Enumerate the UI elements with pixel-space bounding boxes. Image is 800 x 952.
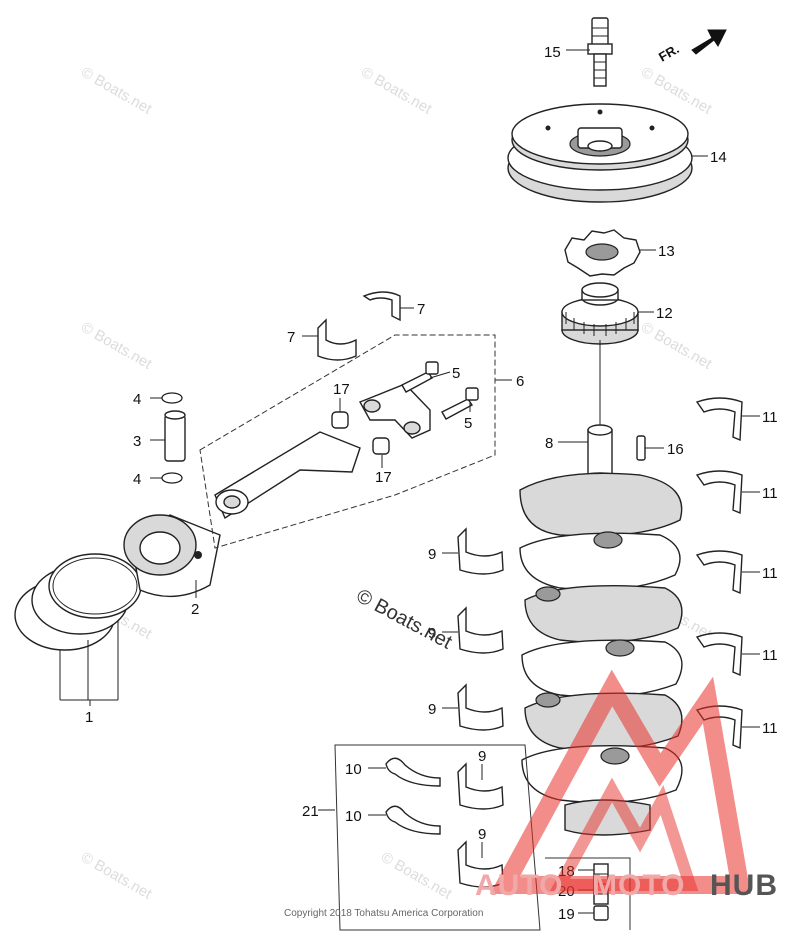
watermark: © Boats.net <box>78 849 155 903</box>
callout-9: 9 <box>428 701 436 718</box>
callout-17: 17 <box>375 469 392 486</box>
callout-15: 15 <box>544 44 561 61</box>
callout-11: 11 <box>762 647 778 664</box>
part-14-flywheel <box>507 103 693 203</box>
logo-text-moto: MOTO <box>592 869 685 902</box>
callout-17: 17 <box>333 381 350 398</box>
logo-triangle-icon <box>489 669 751 894</box>
front-direction-indicator: FR. <box>656 29 727 65</box>
copyright-text: Copyright 2018 Tohatsu America Corporati… <box>284 908 483 919</box>
callout-4: 4 <box>133 391 141 408</box>
callout-7: 7 <box>287 329 295 346</box>
part-9-main-bearings <box>457 527 504 888</box>
part-13-sprocket <box>564 229 641 277</box>
center-watermark: © Boats.net <box>353 585 456 654</box>
logo-inner-triangle-icon <box>549 777 699 891</box>
part-12-gear <box>561 282 639 345</box>
part-3-piston-pin <box>164 410 186 462</box>
part-15-bolt <box>587 17 613 87</box>
watermark: © Boats.net <box>378 849 455 903</box>
watermark: © Boats.net <box>78 319 155 373</box>
leader-lines <box>59 49 760 914</box>
site-logo: AUTO MOTO HUB <box>475 669 778 902</box>
callout-13: 13 <box>658 243 675 260</box>
callout-11: 11 <box>762 565 778 582</box>
callout-7: 7 <box>417 301 425 318</box>
callout-9: 9 <box>428 625 436 642</box>
callout-2: 2 <box>191 601 199 618</box>
front-label: FR. <box>656 41 682 64</box>
part-7-rod-bearings <box>317 291 401 361</box>
part-2-piston <box>123 514 221 598</box>
connecting-rod-group-outline <box>199 334 496 549</box>
watermark: © Boats.net <box>638 319 715 373</box>
logo-text-auto: AUTO <box>475 869 563 902</box>
callout-10: 10 <box>345 808 362 825</box>
callout-6: 6 <box>516 373 524 390</box>
front-arrow-icon <box>691 29 727 55</box>
watermark: © Boats.net <box>358 64 435 118</box>
callout-9: 9 <box>428 546 436 563</box>
callout-9: 9 <box>478 826 486 843</box>
part-16-key <box>636 435 646 461</box>
part-17-dowels <box>331 411 390 455</box>
callout-14: 14 <box>710 149 727 166</box>
callout-10: 10 <box>345 761 362 778</box>
callout-3: 3 <box>133 433 141 450</box>
callout-11: 11 <box>762 409 778 426</box>
callout-8: 8 <box>545 435 553 452</box>
watermark: © Boats.net <box>78 64 155 118</box>
callout-19: 19 <box>558 906 575 923</box>
callout-5: 5 <box>464 415 472 432</box>
part-10-thrust-washers <box>385 757 441 835</box>
part-1-piston-rings <box>14 553 142 651</box>
logo-text-hub: HUB <box>710 869 778 902</box>
part-6-connecting-rod <box>214 383 431 520</box>
callout-5: 5 <box>452 365 460 382</box>
callout-11: 11 <box>762 485 778 502</box>
part-5-rod-bolts <box>401 361 479 420</box>
callout-21: 21 <box>302 803 319 820</box>
callout-4: 4 <box>133 471 141 488</box>
callout-11: 11 <box>762 720 778 737</box>
callout-12: 12 <box>656 305 673 322</box>
callout-9: 9 <box>478 748 486 765</box>
callout-16: 16 <box>667 441 684 458</box>
callout-1: 1 <box>85 709 93 726</box>
bearing-set-group-outline <box>334 744 541 931</box>
